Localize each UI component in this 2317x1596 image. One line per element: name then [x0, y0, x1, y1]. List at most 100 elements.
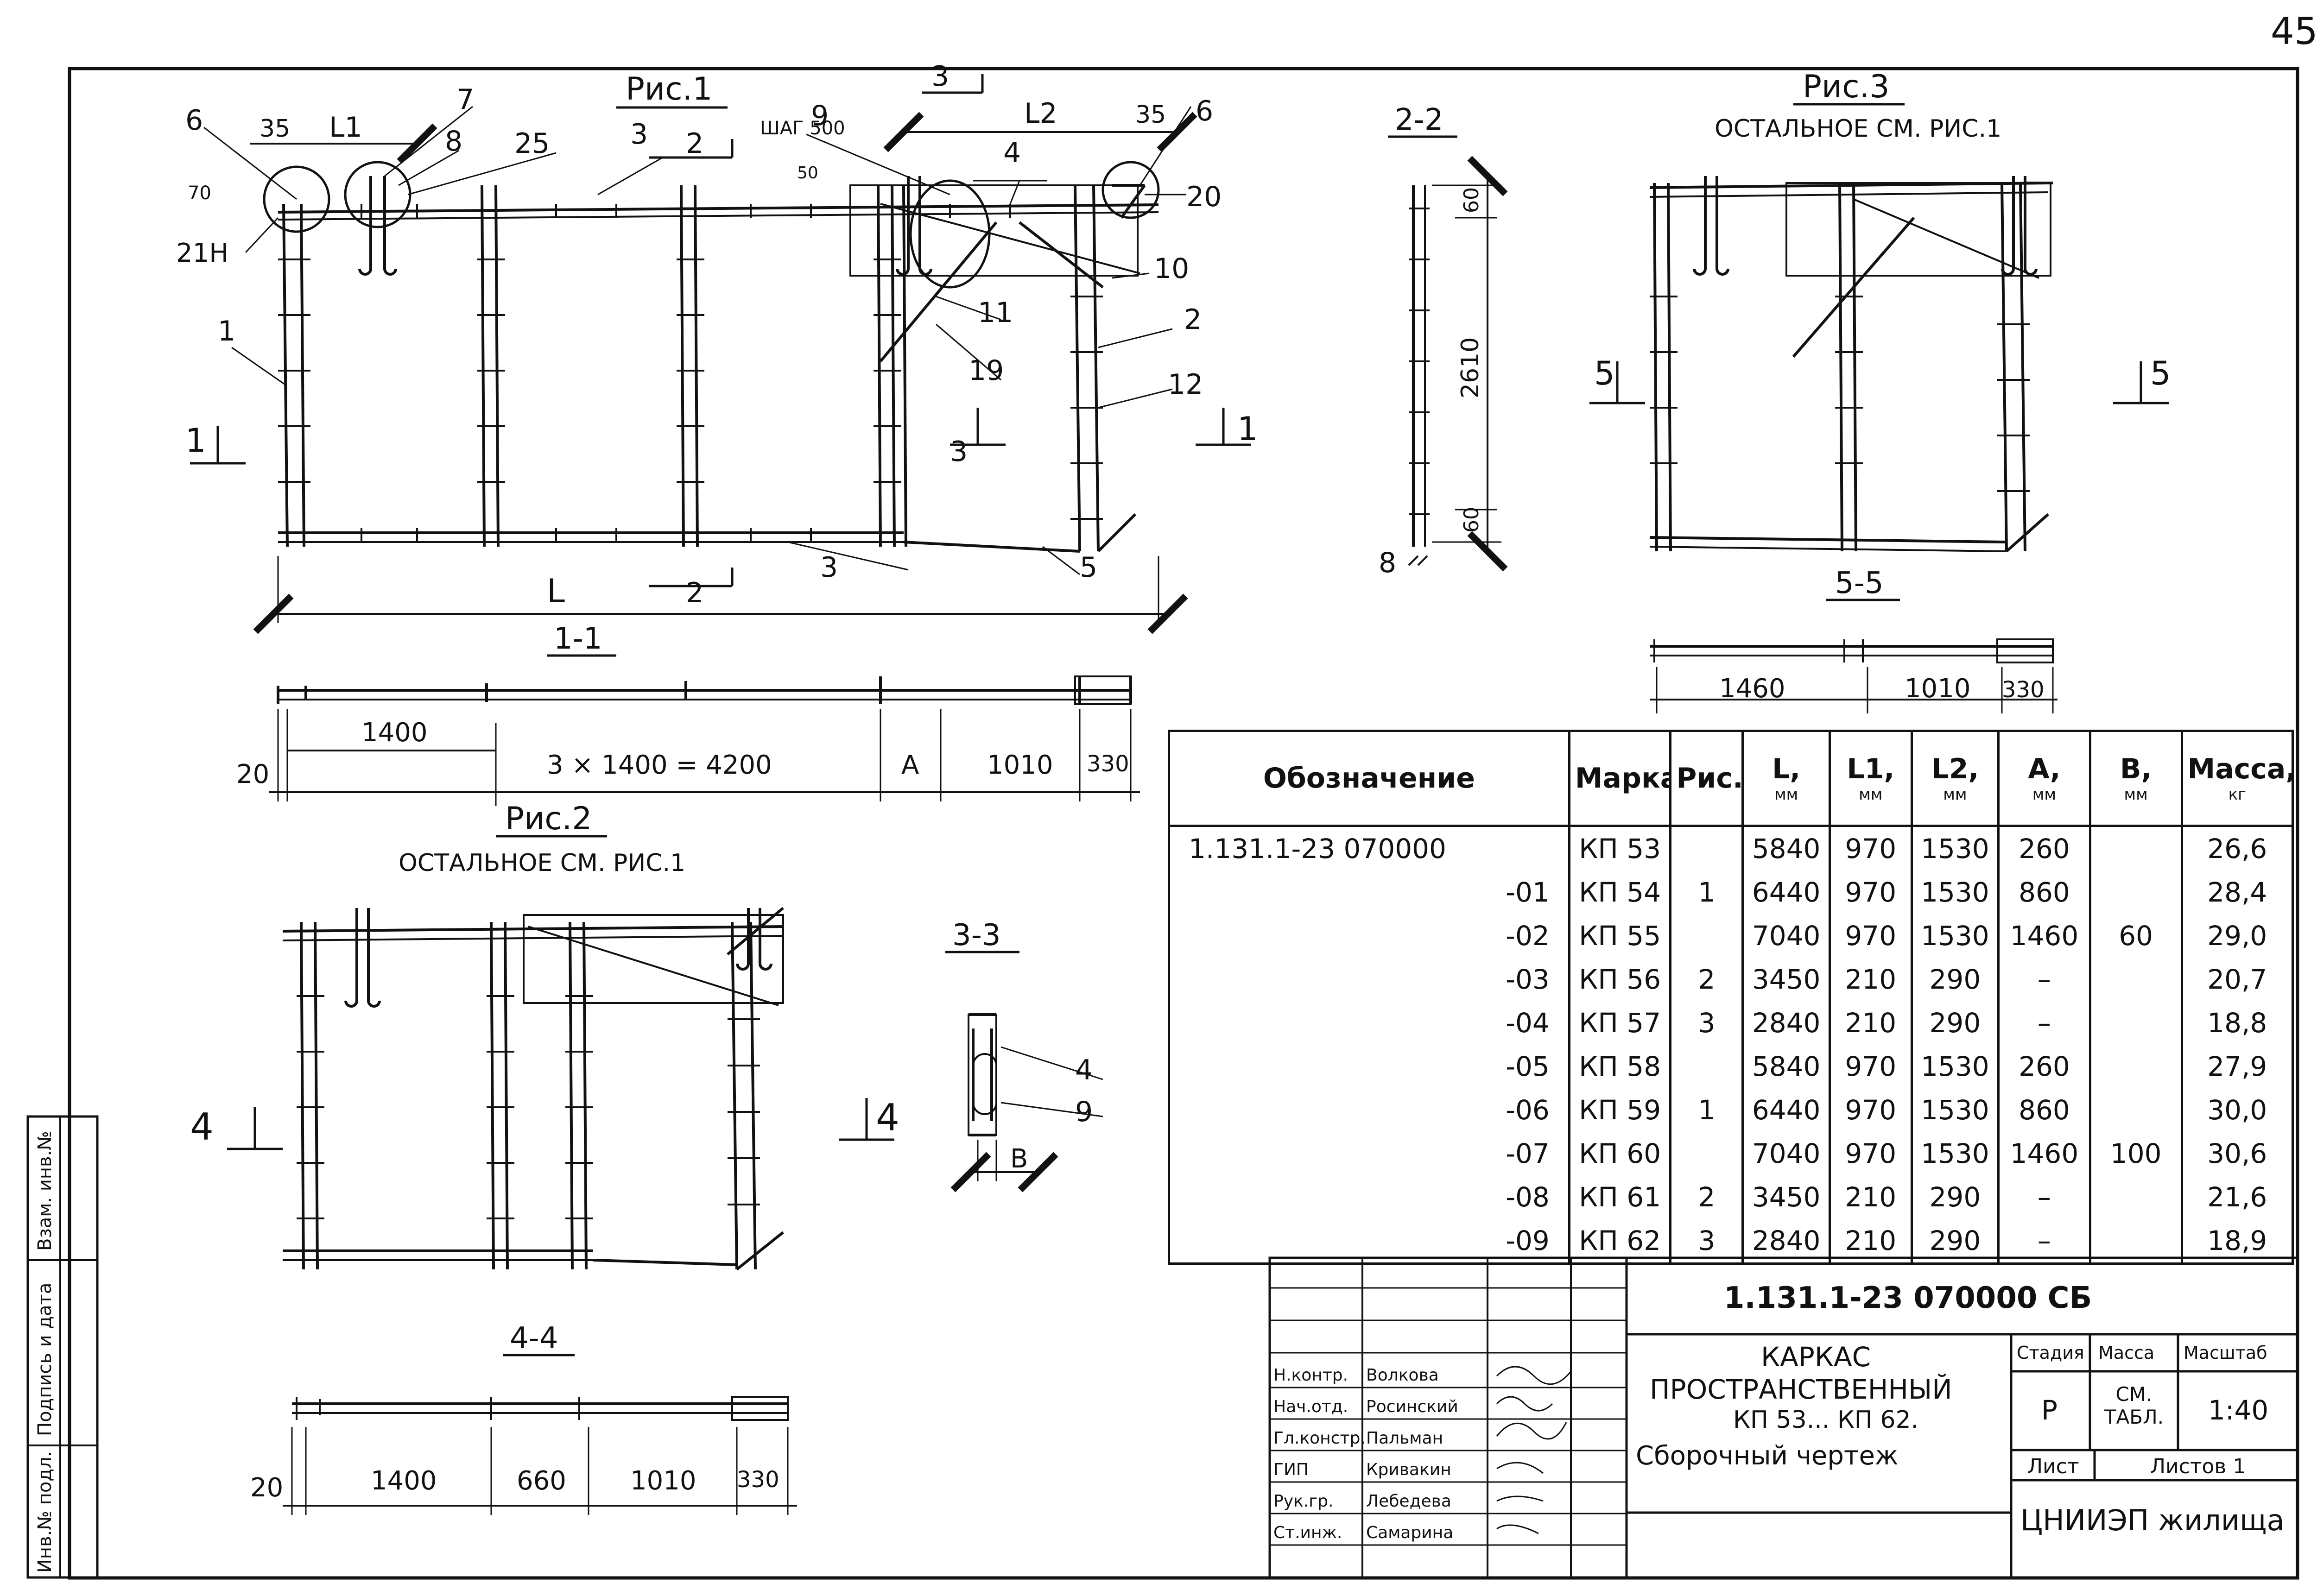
cell-B: [2089, 826, 2183, 871]
sheets-header: Листов 1: [2150, 1455, 2246, 1478]
cell-L2: 1530: [1910, 1045, 2000, 1088]
col-A: A,мм: [1997, 730, 2091, 827]
cut-2a: 2: [686, 127, 703, 160]
sheet-header: Лист: [2027, 1455, 2079, 1478]
sec55-d1010: 1010: [1905, 674, 1971, 704]
table-row: -02 КП 55 7040 970 1530 1460 60 29,0: [1168, 914, 2294, 958]
cell-B: [2089, 1001, 2183, 1045]
role-5: Рук.гр.: [1273, 1492, 1334, 1511]
callout-12: 12: [1168, 368, 1203, 401]
table-row: -06 КП 59 1 6440 970 1530 860 30,0: [1168, 1088, 2294, 1132]
cell-mass: 29,0: [2180, 914, 2294, 958]
sec44-title: 4-4: [510, 1321, 558, 1356]
cell-A: 1460: [1997, 914, 2091, 958]
section-1-1: [269, 675, 1140, 806]
sec11-d20: 20: [236, 759, 269, 789]
cell-L2: 1530: [1910, 1132, 2000, 1175]
cut-4a: 4: [190, 1105, 214, 1148]
specification-table: Обозначение Марка Рис. L,мм L1,мм L2,мм …: [1168, 730, 2294, 1265]
col-designation: Обозначение: [1168, 730, 1570, 827]
cell-mass: 21,6: [2180, 1175, 2294, 1219]
table-row: -04 КП 57 3 2840 210 290 – 18,8: [1168, 1001, 2294, 1045]
cell-designation: -07: [1168, 1132, 1570, 1175]
callout-8: 8: [445, 125, 462, 158]
cut-1b: 1: [1237, 410, 1258, 448]
title-line-2: ПРОСТРАНСТВЕННЫЙ: [1650, 1374, 1952, 1405]
side-stamp: Взам. инв.№ Подпись и дата Инв.№ подл.: [26, 1115, 99, 1579]
table-row: -01 КП 54 1 6440 970 1530 860 28,4: [1168, 871, 2294, 914]
table-row: -07 КП 60 7040 970 1530 1460 100 30,6: [1168, 1132, 2294, 1175]
cell-B: [2089, 1175, 2183, 1219]
sec44-d1400: 1400: [371, 1466, 437, 1496]
cell-L: 6440: [1741, 871, 1831, 914]
col-fig: Рис.: [1669, 730, 1744, 827]
dim-L2: L2: [1024, 97, 1057, 130]
stamp-sign-date: Подпись и дата: [34, 1283, 56, 1436]
cell-L1: 970: [1828, 1132, 1913, 1175]
section-2-2-labels: 2-2 60 2610 60 8: [1379, 103, 1484, 579]
cell-designation: -09: [1168, 1219, 1570, 1265]
cell-fig: 2: [1669, 958, 1744, 1001]
section-1-1-labels: 1-1 20 1400 3 × 1400 = 4200 A 1010 330: [236, 622, 1129, 789]
figure-3-labels: Рис.3 ОСТАЛЬНОЕ СМ. РИС.1 5 5: [1594, 69, 2171, 392]
cell-mark: КП 53: [1568, 826, 1672, 871]
cell-L1: 210: [1828, 1175, 1913, 1219]
cell-fig: 2: [1669, 1175, 1744, 1219]
cell-A: 1460: [1997, 1132, 2091, 1175]
cell-L1: 210: [1828, 1001, 1913, 1045]
cell-L2: 1530: [1910, 826, 2000, 871]
cell-L: 5840: [1741, 1045, 1831, 1088]
callout-2: 2: [1184, 303, 1202, 336]
callout-3b: 3: [820, 551, 838, 584]
fig2-title: Рис.2: [505, 801, 592, 837]
cut-3a: 3: [931, 60, 949, 93]
role-3: Гл.констр.: [1273, 1429, 1366, 1448]
cell-L2: 1530: [1910, 914, 2000, 958]
col-mark: Марка: [1568, 730, 1672, 827]
callout-6b: 6: [1196, 95, 1213, 127]
cell-fig: 3: [1669, 1001, 1744, 1045]
name-3: Пальман: [1366, 1429, 1443, 1448]
cell-designation: -03: [1168, 958, 1570, 1001]
cell-L: 7040: [1741, 1132, 1831, 1175]
sec33-dB: B: [1010, 1144, 1028, 1174]
callout-1: 1: [218, 315, 235, 347]
cell-designation: -08: [1168, 1175, 1570, 1219]
name-4: Кривакин: [1366, 1460, 1451, 1479]
doc-code: 1.131.1-23 070000 СБ: [1724, 1281, 2092, 1315]
sec22-d60a: 60: [1460, 187, 1483, 213]
name-5: Лебедева: [1366, 1492, 1451, 1511]
mass-header: Масса: [2098, 1343, 2155, 1363]
cell-L2: 290: [1910, 1175, 2000, 1219]
col-L2: L2,мм: [1910, 730, 2000, 827]
callout-7: 7: [456, 83, 474, 116]
cell-A: 260: [1997, 1045, 2091, 1088]
cut-5b: 5: [2150, 354, 2171, 392]
cut-2b: 2: [686, 577, 703, 609]
organization: ЦНИИЭП жилища: [2020, 1503, 2285, 1537]
sheet-frame: [68, 67, 2299, 1580]
cell-mark: КП 62: [1568, 1219, 1672, 1265]
note-step: ШАГ 500: [760, 118, 845, 139]
cell-L1: 970: [1828, 826, 1913, 871]
cell-A: –: [1997, 1175, 2091, 1219]
cell-designation: -02: [1168, 914, 1570, 958]
cell-mass: 30,0: [2180, 1088, 2294, 1132]
cell-mark: КП 58: [1568, 1045, 1672, 1088]
cell-mark: КП 61: [1568, 1175, 1672, 1219]
name-2: Росинский: [1366, 1397, 1458, 1416]
section-4-4-labels: 4-4 20 1400 660 1010 330: [250, 1321, 779, 1503]
cell-fig: 3: [1669, 1219, 1744, 1265]
callout-9: 9: [811, 100, 829, 132]
dim-70: 70: [188, 183, 211, 204]
cell-mark: КП 57: [1568, 1001, 1672, 1045]
cell-mark: КП 59: [1568, 1088, 1672, 1132]
cell-L1: 970: [1828, 871, 1913, 914]
name-6: Самарина: [1366, 1523, 1454, 1542]
dim-L: L: [547, 572, 565, 610]
dim-50: 50: [797, 164, 818, 183]
callout-11: 11: [978, 296, 1013, 329]
callout-20: 20: [1186, 181, 1222, 213]
cell-L2: 290: [1910, 1219, 2000, 1265]
